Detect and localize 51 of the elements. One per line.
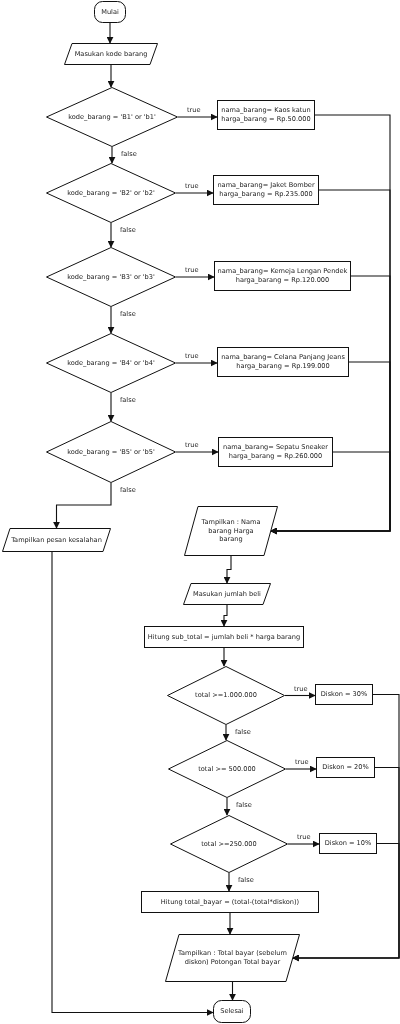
- io-parallelogram: [183, 583, 271, 605]
- arrow: [292, 842, 400, 962]
- decision-diamond: [46, 247, 176, 307]
- arrow: [177, 113, 218, 121]
- arrow: [107, 222, 115, 248]
- arrow: [223, 797, 231, 816]
- decision-diamond: [46, 333, 176, 393]
- arrow: [229, 981, 236, 1001]
- io-parallelogram: [64, 43, 158, 65]
- arrow: [220, 647, 228, 667]
- arrow: [175, 189, 214, 197]
- decision-diamond: [168, 740, 286, 798]
- arrow: [225, 872, 233, 892]
- arrow: [175, 359, 218, 367]
- process-box: [217, 347, 349, 377]
- arrow: [223, 555, 232, 584]
- arrow: [222, 724, 230, 741]
- process-box: [214, 261, 351, 291]
- process-box: [217, 100, 315, 130]
- decision-diamond: [167, 666, 285, 725]
- arrow: [226, 912, 234, 935]
- terminal-shape: [94, 1, 126, 23]
- io-parallelogram: [165, 934, 300, 982]
- process-box: [315, 684, 373, 705]
- process-box: [144, 626, 304, 648]
- process-box: [141, 891, 319, 913]
- arrow: [285, 765, 317, 773]
- arrow: [107, 392, 115, 422]
- arrow: [220, 604, 228, 627]
- arrow: [108, 146, 116, 164]
- arrow: [107, 306, 115, 334]
- arrow: [175, 448, 219, 456]
- arrow: [270, 451, 391, 535]
- arrow: [106, 22, 114, 44]
- io-parallelogram: [184, 506, 278, 556]
- arrow: [287, 840, 320, 848]
- arrow: [175, 273, 215, 281]
- decision-diamond: [46, 87, 178, 147]
- process-box: [218, 437, 333, 467]
- arrow: [51, 551, 214, 1016]
- process-box: [319, 833, 377, 854]
- decision-diamond: [170, 815, 288, 873]
- arrow: [107, 64, 115, 88]
- arrow: [53, 482, 112, 529]
- process-box: [316, 757, 375, 778]
- io-parallelogram: [2, 528, 111, 552]
- decision-diamond: [46, 163, 176, 223]
- process-box: [213, 175, 319, 205]
- arrow: [284, 692, 316, 699]
- decision-diamond: [46, 421, 176, 483]
- terminal-shape: [213, 1000, 251, 1023]
